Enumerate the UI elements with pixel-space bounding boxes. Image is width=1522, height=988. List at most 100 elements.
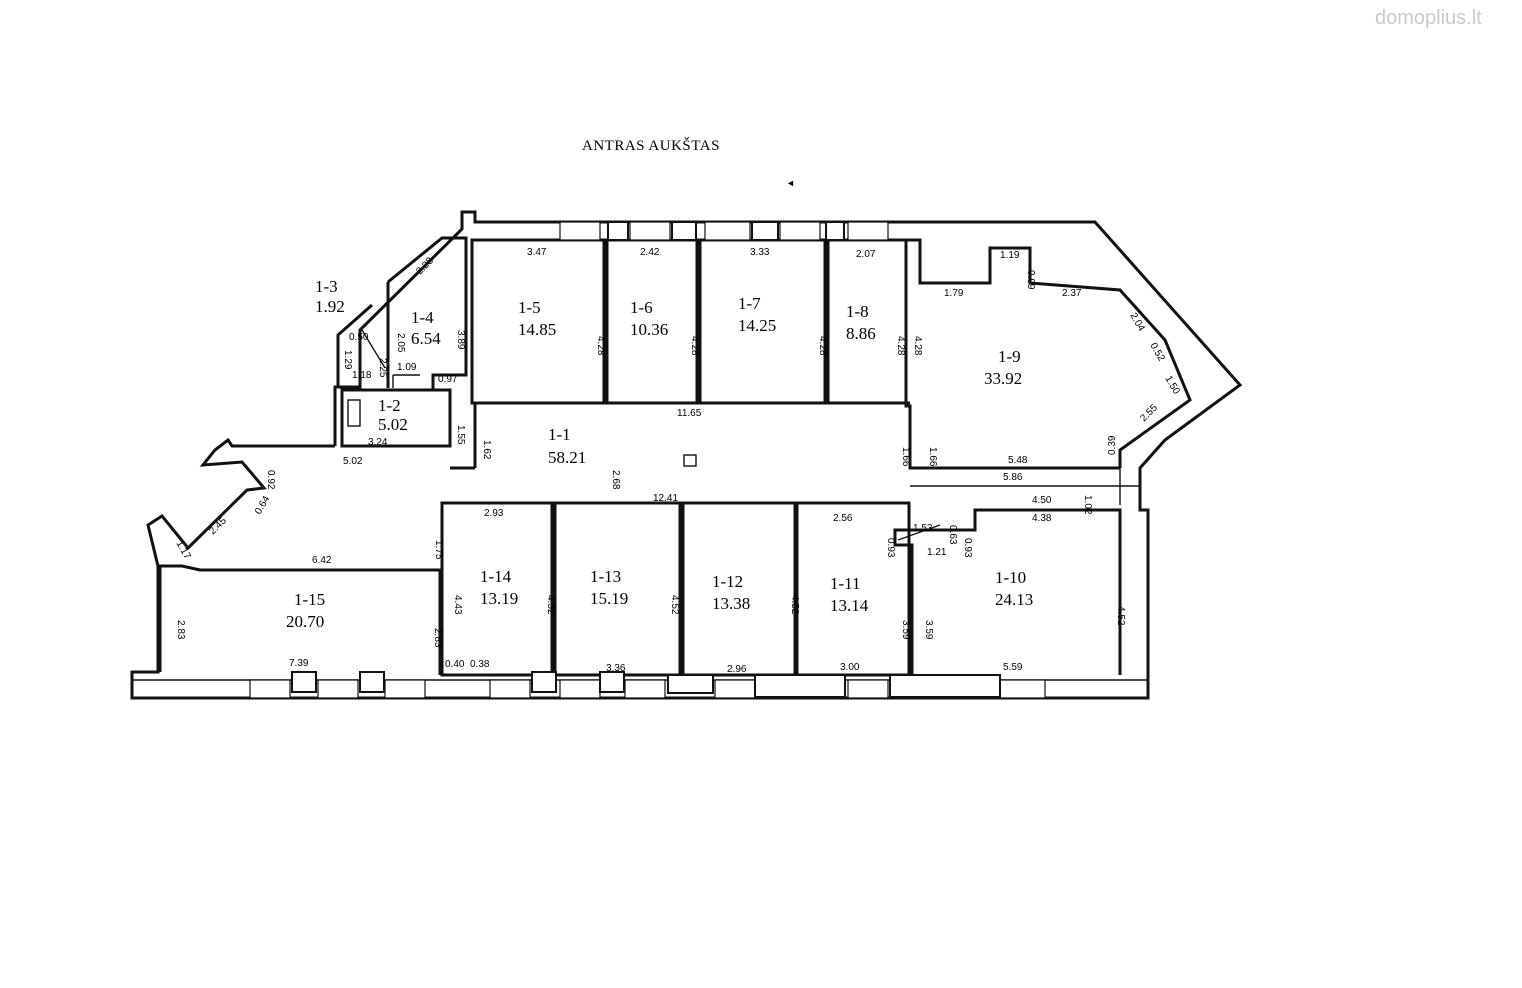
dimension-label: 7.39 — [289, 658, 309, 669]
dimension-label: 0.93 — [962, 538, 973, 558]
dimension-label: 3.24 — [368, 437, 388, 448]
room-area-label: 6.54 — [411, 329, 441, 348]
dimension-label: 2.68 — [610, 470, 621, 490]
dimension-label: 0.40 — [445, 659, 465, 670]
dimension-label: 0.63 — [947, 525, 958, 545]
dimension-label: 0.50 — [349, 332, 369, 343]
room-area-label: 15.19 — [590, 589, 628, 608]
dimension-label: 11.65 — [677, 408, 702, 419]
room-area-label: 33.92 — [984, 369, 1022, 388]
dimension-label: 1.18 — [352, 370, 372, 381]
dimension-label: 2.93 — [484, 508, 504, 519]
dimension-label: 12.41 — [653, 493, 678, 504]
room-area-label: 20.70 — [286, 612, 324, 631]
dimension-label: 4.28 — [912, 336, 923, 356]
room-id-label: 1-7 — [738, 294, 761, 313]
room-id-label: 1-12 — [712, 572, 743, 591]
dimension-label: 2.83 — [175, 620, 186, 640]
windows-bottom — [249, 671, 1046, 699]
room-area-label: 13.19 — [480, 589, 518, 608]
dimension-label: 0.97 — [438, 374, 458, 385]
room-id-label: 1-5 — [518, 298, 541, 317]
dimension-label: 4.28 — [689, 336, 700, 356]
dimension-label: 2.55 — [1138, 402, 1160, 424]
dimension-label: 2.05 — [395, 333, 406, 353]
dimension-label: 1.75 — [433, 540, 444, 560]
room-id-label: 1-4 — [411, 308, 434, 327]
room-area-label: 8.86 — [846, 324, 876, 343]
dimension-label: 2.83 — [432, 628, 443, 648]
dimension-label: 1.19 — [1000, 250, 1020, 261]
dimension-label: 1.55 — [455, 425, 466, 445]
dimension-label: 1.62 — [481, 440, 492, 460]
dimension-label: 2.56 — [833, 513, 853, 524]
dimension-label: 4.50 — [1032, 495, 1052, 506]
windows-top — [559, 221, 889, 241]
dimension-label: 0.39 — [1107, 435, 1118, 455]
room-id-label: 1-3 — [315, 277, 338, 296]
dimension-label: 5.48 — [1008, 455, 1028, 466]
dimension-label: 5.02 — [343, 456, 363, 467]
room-id-label: 1-8 — [846, 302, 869, 321]
dimension-label: 1.29 — [342, 350, 353, 370]
dimension-label: 1.09 — [397, 362, 417, 373]
dimension-label: 0.93 — [885, 538, 896, 558]
dimension-label: 0.92 — [265, 470, 276, 490]
dimension-label: 4.28 — [817, 336, 828, 356]
dimension-label: 3.47 — [527, 247, 547, 258]
dimension-label: 3.89 — [455, 330, 466, 350]
room-id-label: 1-1 — [548, 425, 571, 444]
column-marker — [683, 454, 697, 467]
room-area-label: 1.92 — [315, 297, 345, 316]
dimension-label: 1.79 — [944, 288, 964, 299]
dimension-label: 3.59 — [900, 620, 911, 640]
floor-title: ANTRAS AUKŠTAS — [582, 137, 720, 154]
dimension-label: 5.59 — [1003, 662, 1023, 673]
room-area-label: 13.38 — [712, 594, 750, 613]
dimension-label: 1.02 — [1082, 495, 1093, 515]
dimension-label: 4.28 — [895, 336, 906, 356]
room-area-label: 14.85 — [518, 320, 556, 339]
dimension-label: 0.64 — [253, 494, 272, 517]
dimension-label: 1.50 — [1162, 374, 1181, 397]
dimension-label: 0.99 — [1025, 270, 1036, 290]
dimension-label: 2.37 — [1062, 288, 1082, 299]
dimension-label: 2.25 — [377, 358, 388, 378]
watermark-text: domoplius.lt — [1375, 7, 1482, 29]
room-labels: 1-1 58.21 1-2 5.02 1-3 1.92 1-4 6.54 1-5… — [286, 277, 1033, 631]
dimension-label: 6.42 — [312, 555, 332, 566]
room-area-label: 13.14 — [830, 596, 869, 615]
room-id-label: 1-6 — [630, 298, 653, 317]
dimension-label: 4.52 — [789, 595, 800, 615]
dimension-label: 4.52 — [1115, 606, 1126, 626]
room-area-label: 5.02 — [378, 415, 408, 434]
dimension-label: 4.28 — [595, 336, 606, 356]
dimension-label: 2.07 — [856, 249, 876, 260]
dimension-label: 2.96 — [727, 664, 747, 675]
room-id-label: 1-9 — [998, 347, 1021, 366]
dimension-label: 3.00 — [840, 662, 860, 673]
room-area-label: 24.13 — [995, 590, 1033, 609]
room-area-label: 58.21 — [548, 448, 586, 467]
dimension-label: 1.21 — [927, 547, 947, 558]
dimension-label: 4.38 — [1032, 513, 1052, 524]
dimension-label: 3.33 — [750, 247, 770, 258]
dimension-label: 2.42 — [640, 247, 660, 258]
room-area-label: 14.25 — [738, 316, 776, 335]
room-id-label: 1-15 — [294, 590, 325, 609]
room-id-label: 1-13 — [590, 567, 621, 586]
dimension-label: 0.52 — [1147, 341, 1166, 364]
room-id-label: 1-14 — [480, 567, 512, 586]
room-id-label: 1-10 — [995, 568, 1026, 587]
dimension-label: 1.53 — [913, 523, 933, 534]
room-area-label: 10.36 — [630, 320, 668, 339]
dimension-label: 3.59 — [923, 620, 934, 640]
dimension-label: 1.66 — [927, 447, 938, 467]
dimension-label: 0.38 — [470, 659, 490, 670]
dimension-label: 1.17 — [173, 539, 192, 562]
room-id-label: 1-2 — [378, 396, 401, 415]
dimension-label: 5.86 — [1003, 472, 1023, 483]
dimension-label: 1.66 — [900, 447, 911, 467]
dimension-label: 4.52 — [545, 595, 556, 615]
